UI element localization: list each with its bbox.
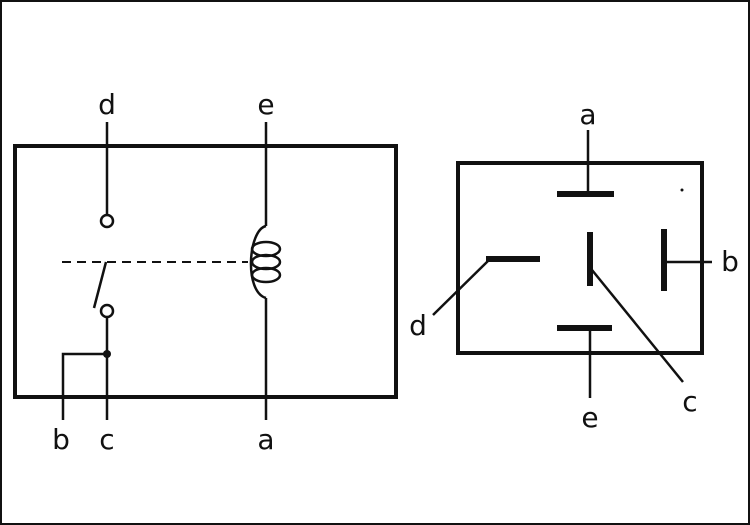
- pinout-label-d: d: [409, 309, 427, 342]
- pin-c-leader: [591, 269, 684, 383]
- relay-pinout: a b c d e: [409, 98, 739, 434]
- relay-pinout-housing: [456, 161, 704, 355]
- pin-d-leader: [432, 259, 490, 316]
- schematic-label-e: e: [257, 88, 274, 121]
- upper-contact: [99, 213, 115, 229]
- pinout-label-a: a: [579, 98, 596, 131]
- schematic-label-a: a: [257, 423, 274, 456]
- pinout-label-e: e: [581, 401, 598, 434]
- schematic-label-b: b: [52, 423, 70, 456]
- terminal-b-lead: [61, 352, 107, 420]
- schematic-label-d: d: [98, 88, 116, 121]
- speck: [680, 188, 684, 192]
- relay-schematic: d e b c a: [13, 88, 398, 456]
- pinout-label-c: c: [682, 385, 697, 418]
- switch-blade: [92, 261, 108, 309]
- lower-contact: [99, 303, 115, 319]
- pinout-label-b: b: [721, 245, 739, 278]
- relay-schematic-housing: [13, 144, 398, 399]
- coil-winding-3: [250, 266, 282, 284]
- schematic-label-c: c: [99, 423, 114, 456]
